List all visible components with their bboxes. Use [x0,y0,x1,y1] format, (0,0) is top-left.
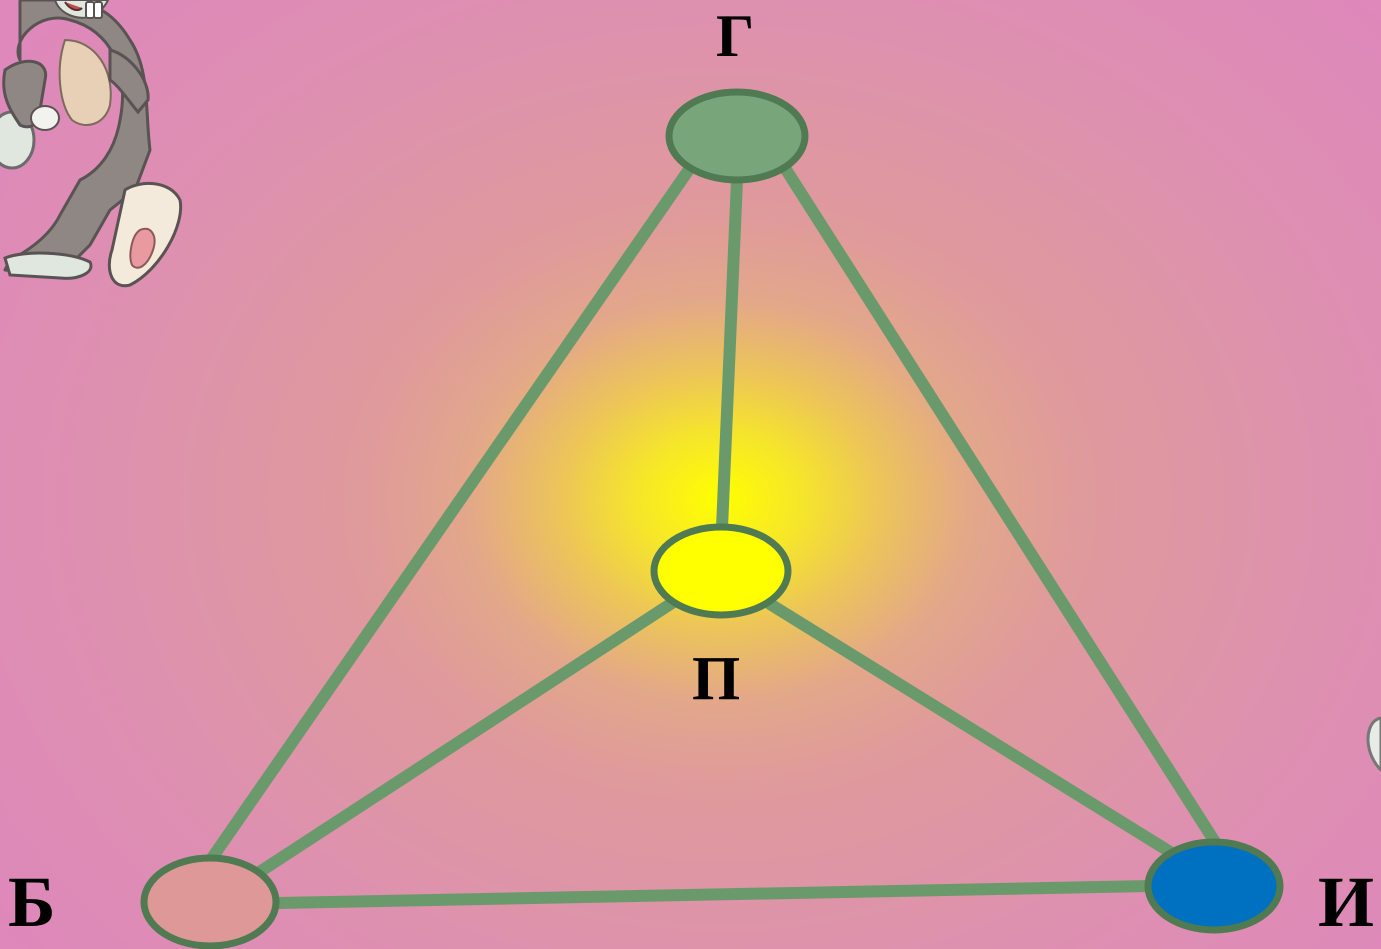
edge-g-i [779,162,1221,848]
rabbit-mascot [0,0,183,288]
edges [206,162,1221,909]
edge-g-b [206,162,696,864]
label-top: Г [716,3,755,69]
label-center: П [692,645,741,713]
rabbit-mascot-partial [1366,716,1381,772]
edge-p-i [764,598,1181,861]
node-top [665,88,809,184]
node-left [140,854,280,949]
edge-g-p [716,174,743,534]
edge-p-b [252,597,678,879]
node-center [650,523,792,619]
node-right [1144,838,1284,934]
edge-b-i [272,880,1156,909]
label-left: Б [8,862,56,942]
label-right: И [1318,862,1375,942]
